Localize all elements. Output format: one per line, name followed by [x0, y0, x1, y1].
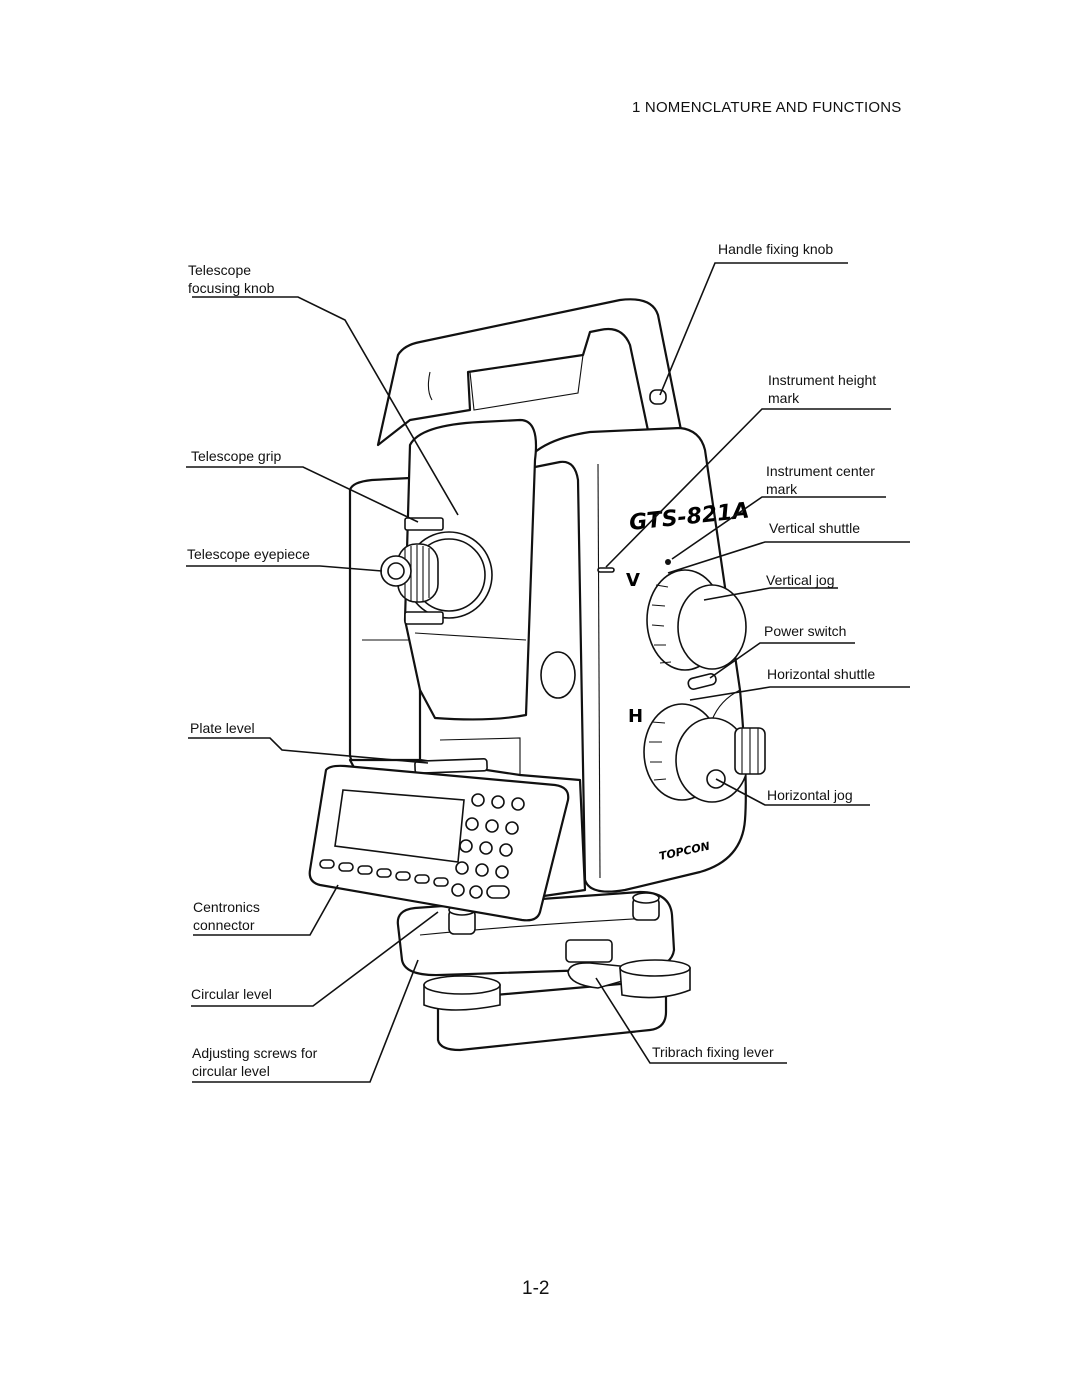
label-telescope-focusing-knob: Telescope focusing knob [188, 262, 275, 296]
label-instrument-center-mark: Instrument center mark [766, 463, 875, 497]
horizontal-motion-knobs [643, 703, 766, 803]
label-telescope-eyepiece: Telescope eyepiece [187, 546, 310, 562]
label-centronics-connector: Centronics connector [193, 899, 260, 933]
label-telescope-grip: Telescope grip [191, 448, 282, 464]
vertical-mark: V [626, 570, 640, 591]
page-number: 1-2 [522, 1278, 550, 1299]
instrument-body: GTS-821A V H TOPCON [308, 298, 766, 922]
label-horizontal-shuttle: Horizontal shuttle [767, 666, 876, 682]
keypad [451, 793, 525, 899]
leader-lines [186, 262, 910, 1083]
function-keys [319, 859, 449, 887]
label-horizontal-jog: Horizontal jog [767, 787, 853, 803]
tribrach [396, 890, 691, 1052]
label-instrument-height-mark: Instrument height mark [768, 372, 877, 406]
label-handle-fixing-knob: Handle fixing knob [718, 241, 834, 257]
label-vertical-jog: Vertical jog [766, 572, 835, 588]
label-adjusting-screws: Adjusting screws for circular level [192, 1045, 318, 1079]
label-vertical-shuttle: Vertical shuttle [769, 520, 861, 536]
horizontal-mark: H [628, 706, 643, 727]
vertical-motion-knobs [646, 559, 747, 671]
label-plate-level: Plate level [190, 720, 255, 736]
label-tribrach-fixing-lever: Tribrach fixing lever [652, 1044, 774, 1060]
label-circular-level: Circular level [191, 986, 272, 1002]
label-power-switch: Power switch [764, 623, 847, 639]
section-title: 1 NOMENCLATURE AND FUNCTIONS [632, 99, 902, 116]
